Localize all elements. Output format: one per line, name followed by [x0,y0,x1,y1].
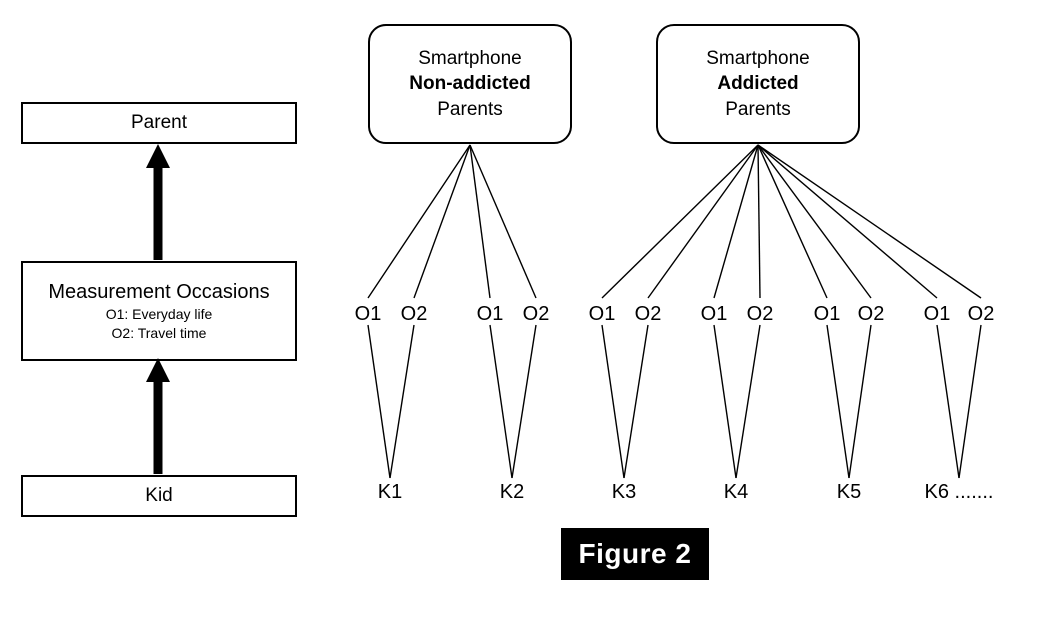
occasion-label-addicted-k4-o1: O1 [923,303,951,325]
legend-occasions-title: Measurement Occasions [48,280,270,303]
edge-occasion-o1-to-k4-1-1-0 [713,324,737,479]
tree-edge-group [367,144,982,479]
edge-occasion-o2-to-k3-1-0-1 [623,324,649,479]
edge-occasion-o2-to-k4-1-1-1 [735,324,761,479]
edge-group-non-addicted-to-occasion-o1-k1 [367,144,471,299]
edge-occasion-o2-to-k2-0-1-1 [511,324,537,479]
edge-group-addicted-to-occasion-o1-k1 [601,144,759,299]
edge-group-non-addicted-to-occasion-o2-k2 [469,144,537,299]
edge-group-addicted-to-occasion-o2-k4 [757,144,982,299]
occasion-label-non-addicted-k1-o2: O2 [400,303,428,325]
figure-caption: Figure 2 [561,528,709,580]
kid-label-k3: K3 [611,481,637,503]
edge-group-addicted-to-occasion-o1-k2 [713,144,759,299]
legend-box-kid: Kid [21,475,297,517]
kid-label-k1: K1 [377,481,403,503]
legend-kid-title: Kid [145,485,173,507]
occasion-label-addicted-k1-o2: O2 [634,303,662,325]
occasion-label-addicted-k1-o1: O1 [588,303,616,325]
group-0-line-2: Non-addicted [409,73,531,95]
edge-occasion-o2-to-k5-1-2-1 [848,324,872,479]
edge-group-addicted-to-occasion-o1-k3 [757,144,828,299]
edge-group-addicted-to-occasion-o1-k4 [757,144,938,299]
edge-occasion-o2-to-k6-1-3-1 [958,324,982,479]
group-0-line-1: Smartphone [418,48,522,70]
legend-box-measurement-occasions: Measurement Occasions O1: Everyday life … [21,261,297,361]
group-box-non-addicted: Smartphone Non-addicted Parents [368,24,572,144]
edge-occasion-o1-to-k3-1-0-0 [601,324,625,479]
occasion-label-addicted-k3-o2: O2 [857,303,885,325]
occasion-label-non-addicted-k2-o2: O2 [522,303,550,325]
edge-group-addicted-to-occasion-o2-k3 [757,144,872,299]
edge-occasion-o1-to-k5-1-2-0 [826,324,850,479]
edge-occasion-o1-to-k6-1-3-0 [936,324,960,479]
edge-occasion-o2-to-k1-0-0-1 [389,324,415,479]
legend-parent-title: Parent [131,112,187,134]
group-0-line-3: Parents [437,98,503,120]
occasion-label-addicted-k3-o1: O1 [813,303,841,325]
group-box-addicted: Smartphone Addicted Parents [656,24,860,144]
legend-box-parent: Parent [21,102,297,144]
arrow-occasions-to-parent [146,144,170,260]
edge-occasion-o1-to-k1-0-0-0 [367,324,391,479]
arrow-kid-to-occasions [146,358,170,474]
edge-occasion-o1-to-k2-0-1-0 [489,324,513,479]
legend-occasions-line-2: O2: Travel time [111,324,207,341]
edge-group-non-addicted-to-occasion-o1-k2 [469,144,491,299]
kid-label-k6: K6 ....... [924,481,994,503]
kid-label-k4: K4 [723,481,749,503]
edge-group-addicted-to-occasion-o2-k1 [647,144,759,299]
occasion-label-addicted-k4-o2: O2 [967,303,995,325]
edge-group-non-addicted-to-occasion-o2-k1 [413,144,471,299]
occasion-label-addicted-k2-o2: O2 [746,303,774,325]
group-1-line-3: Parents [725,98,791,120]
kid-label-k2: K2 [499,481,525,503]
group-1-line-1: Smartphone [706,48,810,70]
legend-occasions-line-1: O1: Everyday life [105,305,213,322]
occasion-label-non-addicted-k2-o1: O1 [476,303,504,325]
group-1-line-2: Addicted [717,73,799,95]
occasion-label-non-addicted-k1-o1: O1 [354,303,382,325]
kid-label-k5: K5 [836,481,862,503]
occasion-label-addicted-k2-o1: O1 [700,303,728,325]
edge-group-addicted-to-occasion-o2-k2 [757,144,761,299]
